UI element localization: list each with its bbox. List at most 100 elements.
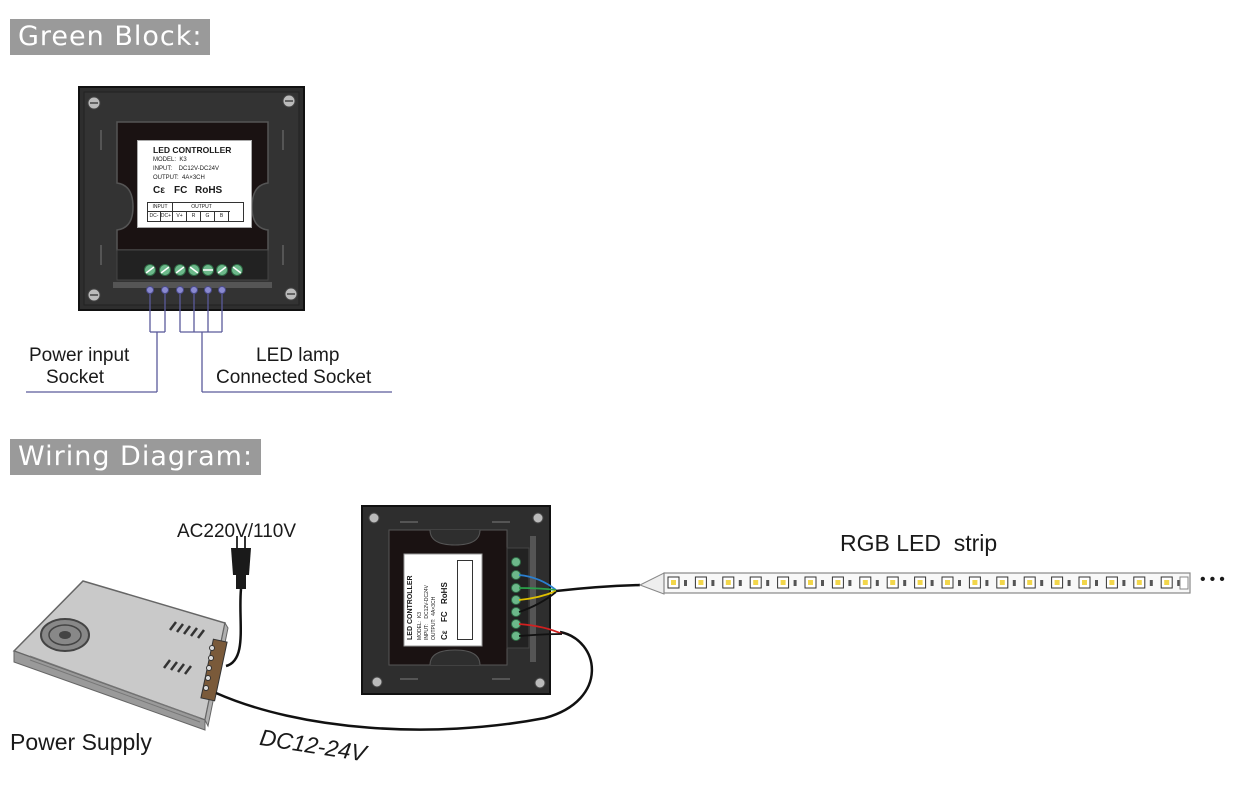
table-cell: B	[215, 212, 229, 221]
terminal-screw-icon	[174, 264, 186, 276]
resistor-mark	[793, 580, 797, 586]
ac-cable	[225, 588, 243, 668]
led-chip-core	[945, 580, 950, 585]
resistor-mark	[1067, 580, 1071, 586]
resistor-mark	[1177, 580, 1181, 586]
resistor-mark	[1040, 580, 1044, 586]
led-lamp-label: LED lamp	[256, 345, 340, 366]
terminal-table	[457, 560, 473, 640]
resistor-mark	[738, 580, 742, 586]
terminal-screw-icon	[202, 264, 214, 276]
terminal-screw-icon	[144, 264, 156, 276]
label-model: MODEL: K3	[417, 611, 423, 640]
rgb-wires	[518, 574, 563, 637]
screw-icon	[87, 288, 101, 302]
screw-icon	[534, 677, 546, 689]
table-cell: G	[201, 212, 215, 221]
resistor-mark	[958, 580, 961, 586]
terminal-screw-icon	[188, 264, 200, 276]
led-chip-core	[890, 580, 896, 585]
fc-mark: FC	[174, 185, 188, 196]
table-cell: V+	[173, 212, 187, 221]
ac-voltage-label: AC220V/110V	[177, 521, 297, 542]
resistor-mark	[711, 580, 715, 586]
label-output: OUTPUT: 4A×3CH	[153, 175, 205, 181]
power-input-label: Power input	[29, 345, 130, 366]
table-output-header: OUTPUT	[173, 203, 230, 212]
label-output: OUTPUT: 4A×3CH	[431, 596, 437, 640]
terminal-screw-icon	[216, 264, 228, 276]
label-input: INPUT: DC12V-DC24V	[153, 166, 220, 172]
table-cell: DC-	[148, 212, 161, 221]
led-chip-core	[1136, 580, 1142, 585]
led-chip-core	[1027, 580, 1033, 585]
led-chip-core	[917, 580, 923, 585]
label-model: MODEL: K3	[153, 157, 187, 163]
led-chip-core	[698, 580, 704, 585]
resistor-mark	[1095, 580, 1098, 586]
table-cell: DC+	[160, 212, 173, 221]
led-chip-core	[1082, 580, 1087, 585]
controller-panel-wiring	[361, 505, 551, 695]
resistor-mark	[821, 580, 824, 586]
screw-icon	[368, 512, 380, 524]
led-chip-core	[753, 580, 759, 585]
led-chip-core	[671, 580, 676, 585]
terminal-table: INPUT OUTPUT DC- DC+ V+ R G B	[147, 202, 244, 222]
label-title: LED CONTROLLER	[153, 145, 232, 155]
screw-icon	[87, 96, 101, 110]
rgb-led-strip	[663, 572, 1191, 594]
table-input-header: INPUT	[148, 203, 173, 212]
resistor-mark	[903, 580, 907, 586]
resistor-mark	[1012, 580, 1016, 586]
screw-icon	[371, 676, 383, 688]
led-chip-core	[808, 580, 813, 585]
resistor-mark	[766, 580, 770, 586]
table-cell: R	[187, 212, 201, 221]
power-supply-label: Power Supply	[10, 729, 152, 755]
resistor-mark	[930, 580, 934, 586]
led-chip-core	[1109, 580, 1115, 585]
ce-mark: Cε	[153, 185, 165, 196]
green-block-header: Green Block:	[10, 19, 211, 55]
terminal-block	[144, 264, 243, 276]
resistor-mark	[985, 580, 989, 586]
screw-icon	[282, 94, 296, 108]
led-chip-core	[1164, 580, 1170, 585]
rohs-mark: RoHS	[195, 185, 223, 196]
led-chip-core	[725, 580, 731, 585]
led-chip-core	[780, 580, 786, 585]
screw-icon	[532, 512, 544, 524]
callout-lines	[26, 290, 392, 393]
resistor-mark	[875, 580, 879, 586]
led-chip-core	[1054, 580, 1060, 585]
power-supply-unit	[12, 580, 229, 731]
resistor-mark	[684, 580, 687, 586]
fc-mark: FC	[440, 611, 449, 622]
label-title: LED CONTROLLER	[407, 575, 414, 640]
terminal-screw-icon	[231, 264, 243, 276]
ce-mark: Cε	[440, 630, 449, 640]
ac-plug-icon	[231, 536, 251, 589]
dc-cable	[215, 630, 594, 731]
resistor-mark	[848, 580, 852, 586]
wiring-diagram-header: Wiring Diagram:	[10, 439, 262, 475]
led-chip-core	[862, 580, 868, 585]
fan-icon	[40, 618, 90, 652]
led-chip-core	[972, 580, 978, 585]
led-socket-label: Connected Socket	[216, 367, 372, 388]
resistor-mark	[1149, 580, 1153, 586]
socket-pins	[146, 286, 226, 294]
strip-continuation-ellipsis: •••	[1200, 571, 1229, 588]
terminal-block-wiring	[511, 557, 521, 641]
power-socket-label: Socket	[46, 367, 105, 388]
label-card: LED CONTROLLER MODEL: K3 INPUT: DC12V-DC…	[137, 140, 252, 228]
strip-cable	[555, 583, 641, 593]
resistor-mark	[1122, 580, 1126, 586]
rgb-strip-label: RGB LED strip	[840, 530, 998, 556]
screw-icon	[284, 287, 298, 301]
label-card-rotated: LED CONTROLLER MODEL: K3 INPUT: DC12V-DC…	[405, 554, 481, 646]
led-chip-core	[999, 580, 1005, 585]
label-input: INPUT: DC12V-DC24V	[424, 584, 430, 640]
